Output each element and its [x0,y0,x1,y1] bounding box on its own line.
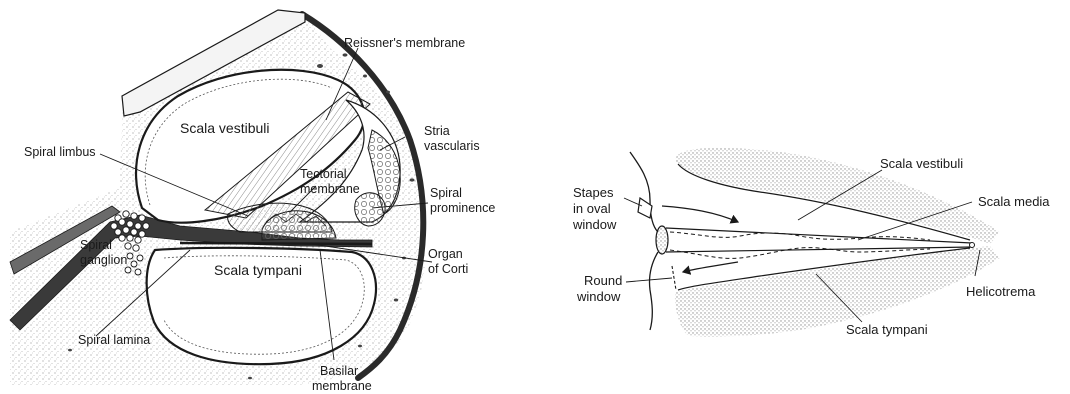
vestibule-wall [630,152,658,232]
label-spiral-prominence-2: prominence [430,201,495,215]
label-stapes-2: in oval [573,201,611,216]
vestibule-wall-lower [649,252,658,330]
label-tectorial-1: Tectorial [300,167,347,181]
label-spiral-prominence-1: Spiral [430,186,462,200]
label-reissners-membrane: Reissner's membrane [344,36,465,50]
label-stapes-3: window [572,217,617,232]
spiral-prominence [355,193,385,226]
label-scala-vestibuli-left: Scala vestibuli [180,120,270,136]
label-basilar-1: Basilar [320,364,358,378]
label-stria-1: Stria [424,124,450,138]
label-organ-corti-1: Organ [428,247,463,261]
cochlea-cross-section: Reissner's membrane Scala vestibuli Stri… [10,10,495,393]
label-spiral-lamina: Spiral lamina [78,333,150,347]
label-tectorial-2: membrane [300,182,360,196]
label-scala-tympani-left: Scala tympani [214,262,302,278]
label-scala-media: Scala media [978,194,1050,209]
label-stapes-1: Stapes [573,185,614,200]
label-organ-corti-2: of Corti [428,262,468,276]
label-scala-vestibuli-right: Scala vestibuli [880,156,963,171]
lower-bone [675,246,1000,337]
helicotrema-tip [970,243,975,248]
label-scala-tympani-right: Scala tympani [846,322,928,337]
basilar-membrane [180,243,372,244]
label-helicotrema: Helicotrema [966,284,1036,299]
label-spiral-limbus: Spiral limbus [24,145,96,159]
vestibuli-flow-arrow [662,206,738,222]
label-stria-2: vascularis [424,139,480,153]
label-spiral-ganglion-2: ganglion [80,253,127,267]
uncoiled-cochlea: Scala vestibuli Stapes in oval window Sc… [572,148,1050,337]
scala-media-upper-line [666,228,972,243]
oval-window [656,226,668,254]
label-spiral-ganglion-1: Spiral [80,238,112,252]
label-round-window-2: window [576,289,621,304]
round-window [672,266,676,290]
tympani-flow-arrow [683,262,738,272]
label-round-window-1: Round [584,273,622,288]
label-basilar-2: membrane [312,379,372,393]
